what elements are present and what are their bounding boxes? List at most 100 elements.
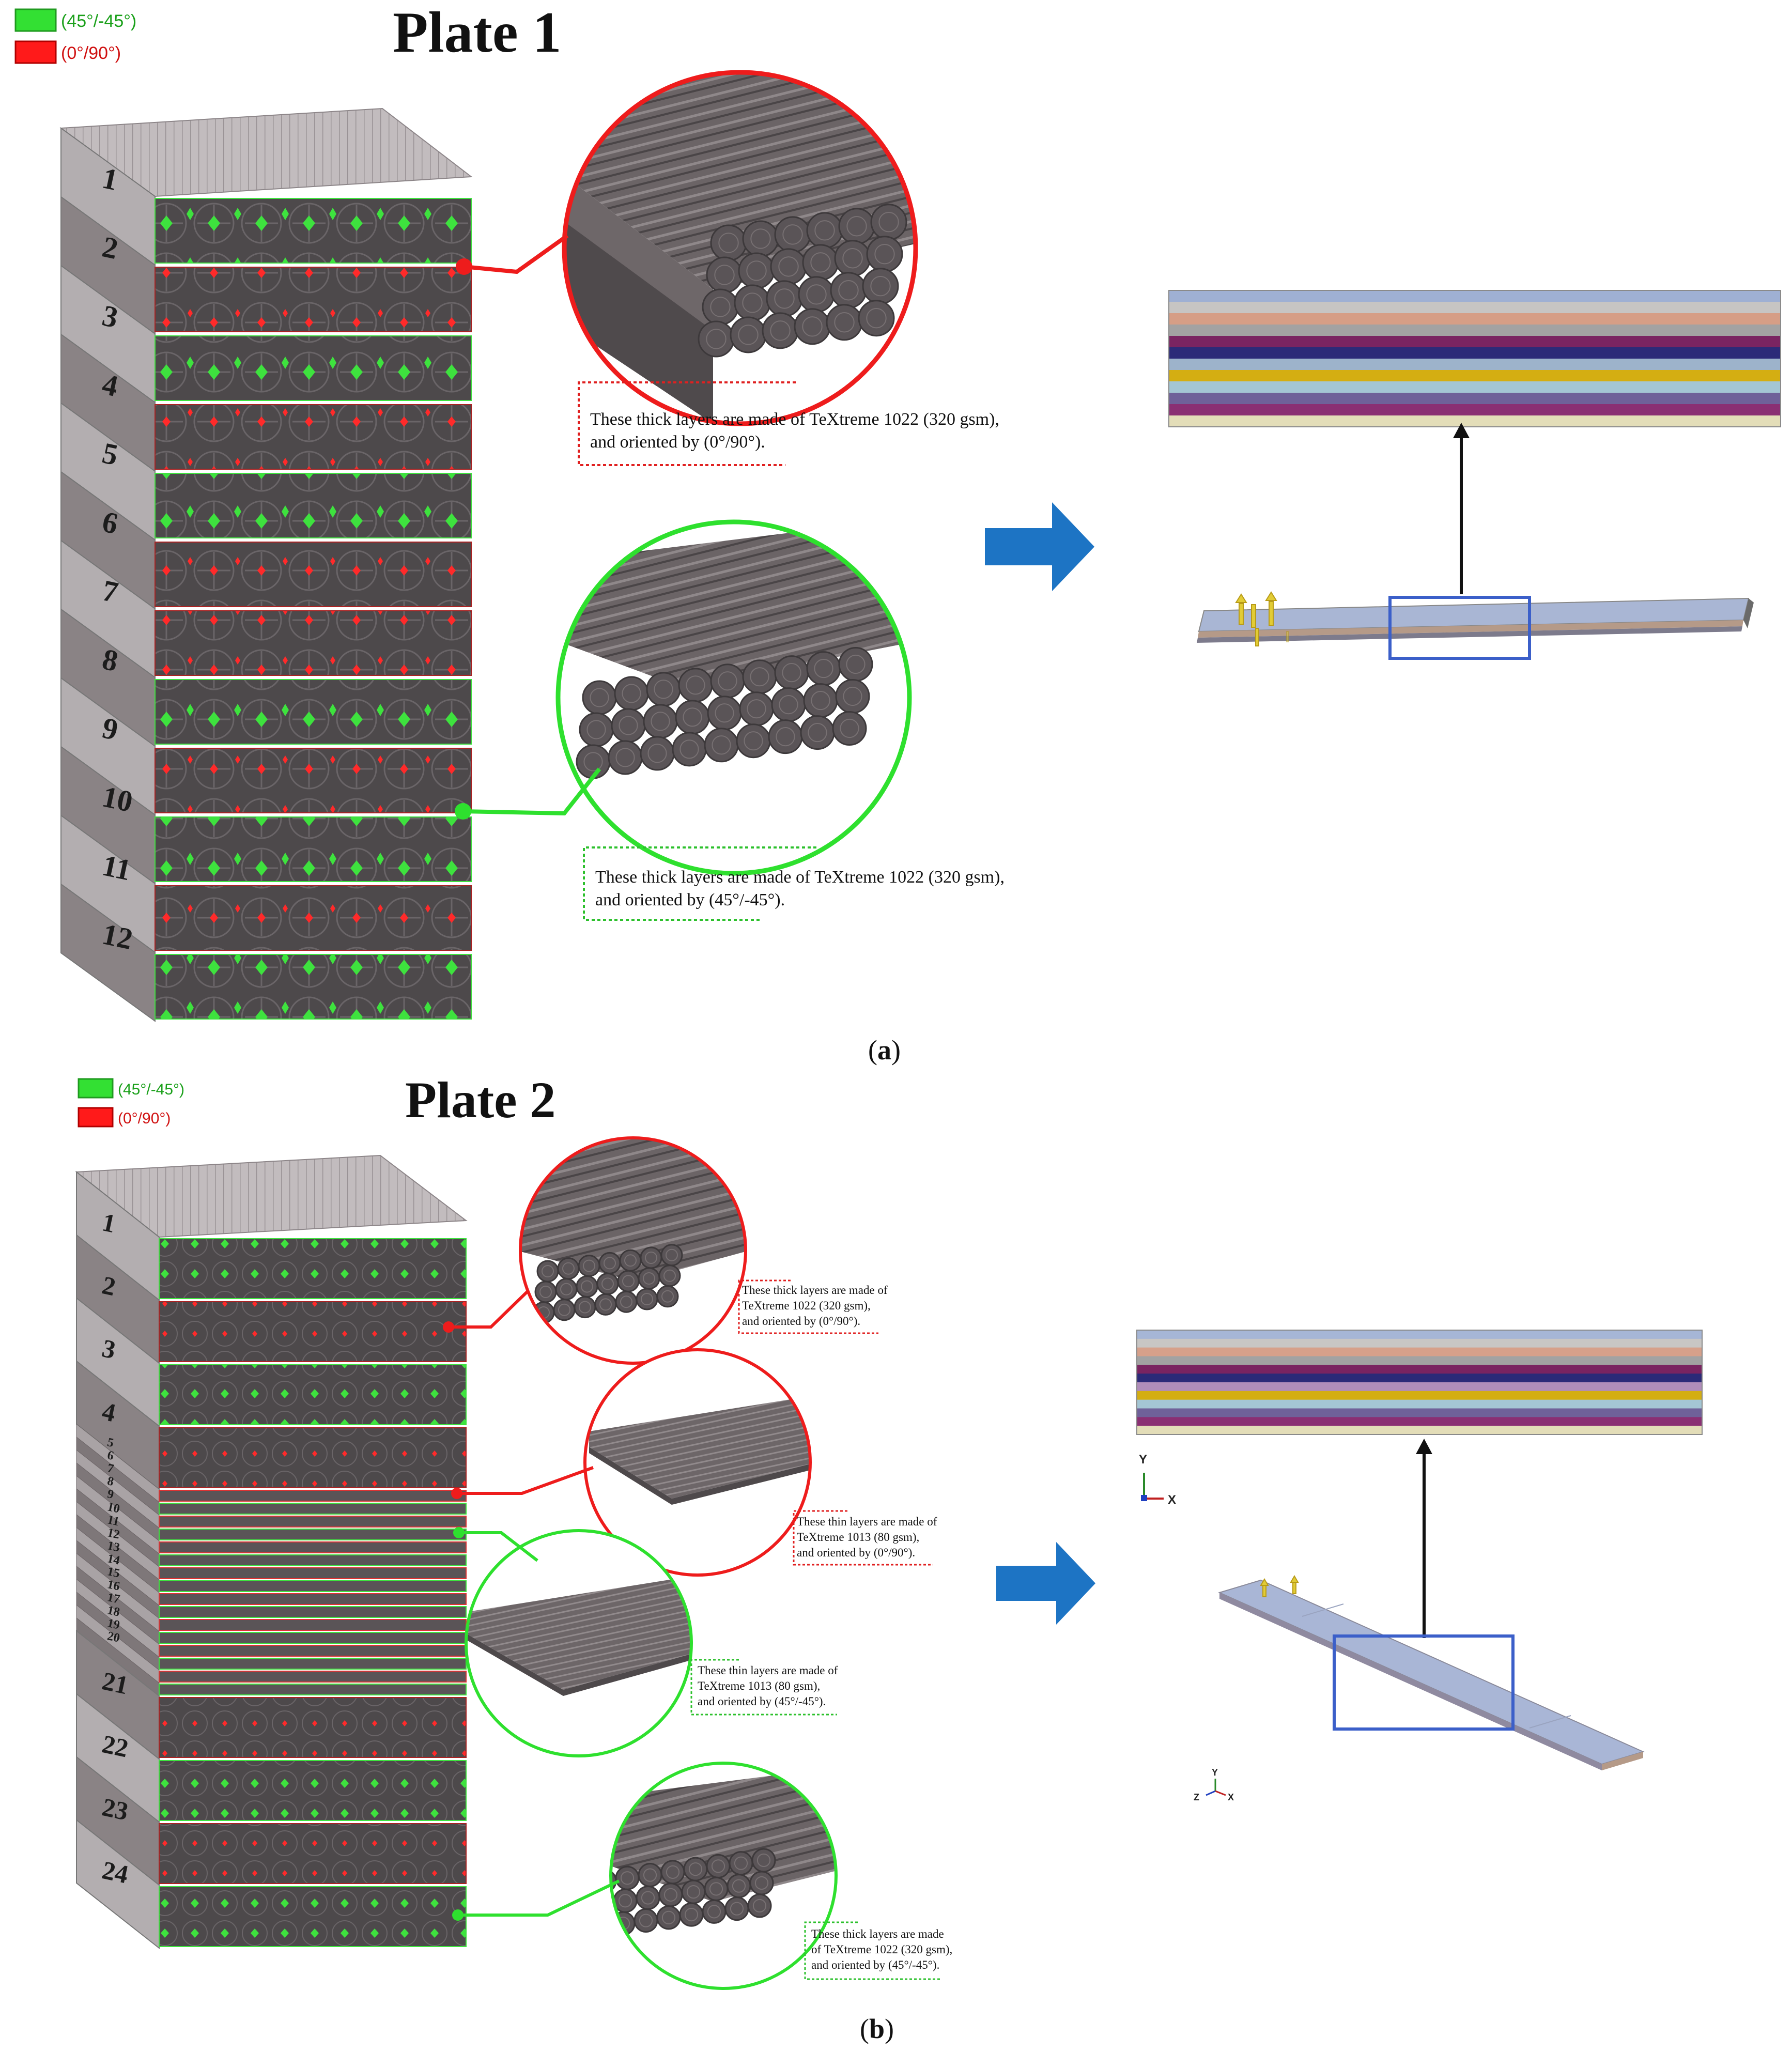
fiber-end	[736, 723, 771, 759]
plate2-layer-face	[159, 1760, 467, 1821]
laminate-ply	[1137, 1391, 1702, 1400]
plate1-layer-face	[155, 198, 472, 264]
plate2-thin-number: 11	[106, 1513, 120, 1529]
note-b3-line2: TeXtreme 1013 (80 gsm),	[698, 1679, 820, 1692]
plate2-thin-face	[159, 1503, 467, 1515]
fiber-end	[683, 1857, 708, 1881]
fiber-end-ring	[643, 1272, 655, 1285]
note-box-red-a: These thick layers are made of TeXtreme …	[578, 381, 999, 466]
fiber-end-ring	[707, 1905, 721, 1919]
laminate-ply	[1137, 1417, 1702, 1426]
plate2-thin-face	[159, 1554, 467, 1566]
callout-circle-green-a	[555, 519, 912, 876]
callout-zoom-b3	[465, 1529, 693, 1757]
fiber-end	[830, 272, 867, 309]
leader-lines-a	[455, 234, 601, 820]
fiber-end-ring	[715, 703, 734, 723]
fiber-end	[576, 1275, 598, 1298]
fiber-end-ring	[583, 1259, 595, 1272]
callout-circle-green-b3	[465, 1529, 693, 1757]
fiber-end-ring	[811, 690, 830, 711]
plate2-thin-face	[159, 1645, 467, 1657]
legend-red-label-b: (0°/90°)	[118, 1110, 171, 1127]
fiber-end-ring	[774, 288, 795, 309]
plate1-layer-face	[155, 679, 472, 745]
fiber-end-ring	[706, 329, 727, 349]
fiber-end	[798, 276, 835, 313]
legend-red-swatch	[14, 40, 57, 64]
laminate-ply	[1169, 347, 1781, 359]
legend-a: (45°/-45°) (0°/90°)	[14, 8, 136, 64]
fiber-end	[858, 300, 895, 337]
fiber-end	[742, 220, 779, 257]
fiber-end	[555, 1278, 578, 1301]
fiber-end-ring	[654, 680, 673, 699]
fiber-end-ring	[615, 748, 635, 767]
fiber-end	[611, 1891, 615, 1916]
fiber-end-ring	[562, 1262, 575, 1275]
fiber-end-ring	[581, 1280, 593, 1293]
caption-a: (a)	[868, 1035, 901, 1066]
fiber-end	[770, 248, 807, 285]
laminate-ply	[1137, 1347, 1702, 1356]
fiber-end	[702, 288, 739, 326]
fiber-end	[574, 1296, 596, 1319]
fiber-end-ring	[738, 325, 759, 345]
plate2-thin-number: 19	[106, 1616, 121, 1632]
axis-x-label: X	[1168, 1493, 1176, 1507]
laminate-ply	[1169, 325, 1781, 336]
fiber-end-ring	[624, 1254, 637, 1267]
plate1-layer-number: 12	[99, 917, 135, 956]
fiber-end-ring	[663, 1269, 676, 1282]
laminate-ply	[1137, 1382, 1702, 1392]
plate2-thin-face	[159, 1490, 467, 1502]
note-green-a-line1: These thick layers are made of TeXtreme …	[595, 868, 1005, 887]
fiber-end	[706, 1854, 731, 1878]
callout-circle-red-a	[562, 70, 918, 426]
fiber-end	[762, 312, 799, 349]
fiber-end-ring	[688, 1862, 703, 1876]
note-b1-line2: TeXtreme 1022 (320 gsm),	[742, 1299, 871, 1312]
fiber-end-ring	[641, 1293, 653, 1305]
fiber-end-ring	[840, 718, 859, 738]
fiber-end	[832, 711, 867, 746]
laminate-ply	[1137, 1356, 1702, 1365]
fiber-end	[640, 736, 675, 771]
legend-green-swatch-b	[78, 1078, 114, 1099]
fiber-end-ring	[661, 1910, 676, 1924]
fiber-end-ring	[779, 695, 798, 715]
fiber-end	[806, 651, 841, 686]
laminate-ply	[1169, 290, 1781, 302]
fiber-end-ring	[711, 1859, 725, 1873]
fiber-end-ring	[594, 1920, 607, 1933]
laminate-stripes-a	[1168, 290, 1781, 427]
fiber-end	[870, 204, 907, 241]
fiber-end-ring	[643, 1868, 657, 1882]
zoom-box-a	[1388, 596, 1531, 660]
fiber-end-ring	[619, 716, 638, 735]
plate2-thin-number: 14	[106, 1552, 121, 1567]
arrow-right-b	[996, 1542, 1095, 1625]
fiber-end	[681, 1879, 706, 1904]
callout-zoom-b4	[594, 1762, 838, 1990]
plate2-layer-face	[159, 1238, 467, 1299]
fiber-end-ring	[666, 1865, 680, 1879]
plate2-thin-number: 16	[106, 1578, 121, 1593]
fiber-end	[774, 216, 811, 253]
fiber-end-ring	[683, 707, 702, 727]
note-b3-line3: and oriented by (45°/-45°).	[698, 1695, 826, 1708]
plate1-layer-face	[155, 542, 472, 607]
note-b4-line3: and oriented by (45°/-45°).	[811, 1958, 939, 1971]
fiber-end	[771, 687, 806, 722]
plate1-layer-face	[155, 885, 472, 951]
plate2-layer-face	[159, 1364, 467, 1425]
callout-zoom-b2	[583, 1348, 812, 1577]
laminate-ply	[1137, 1330, 1702, 1339]
fiber-end	[658, 1264, 681, 1287]
fiber-end	[802, 244, 839, 281]
fiber-end	[707, 696, 742, 731]
note-b2-line1: These thin layers are made of	[797, 1515, 937, 1528]
fe-model-plate2	[1218, 1575, 1645, 1770]
fiber-end	[768, 719, 803, 754]
plate2-thin-face	[159, 1593, 467, 1605]
